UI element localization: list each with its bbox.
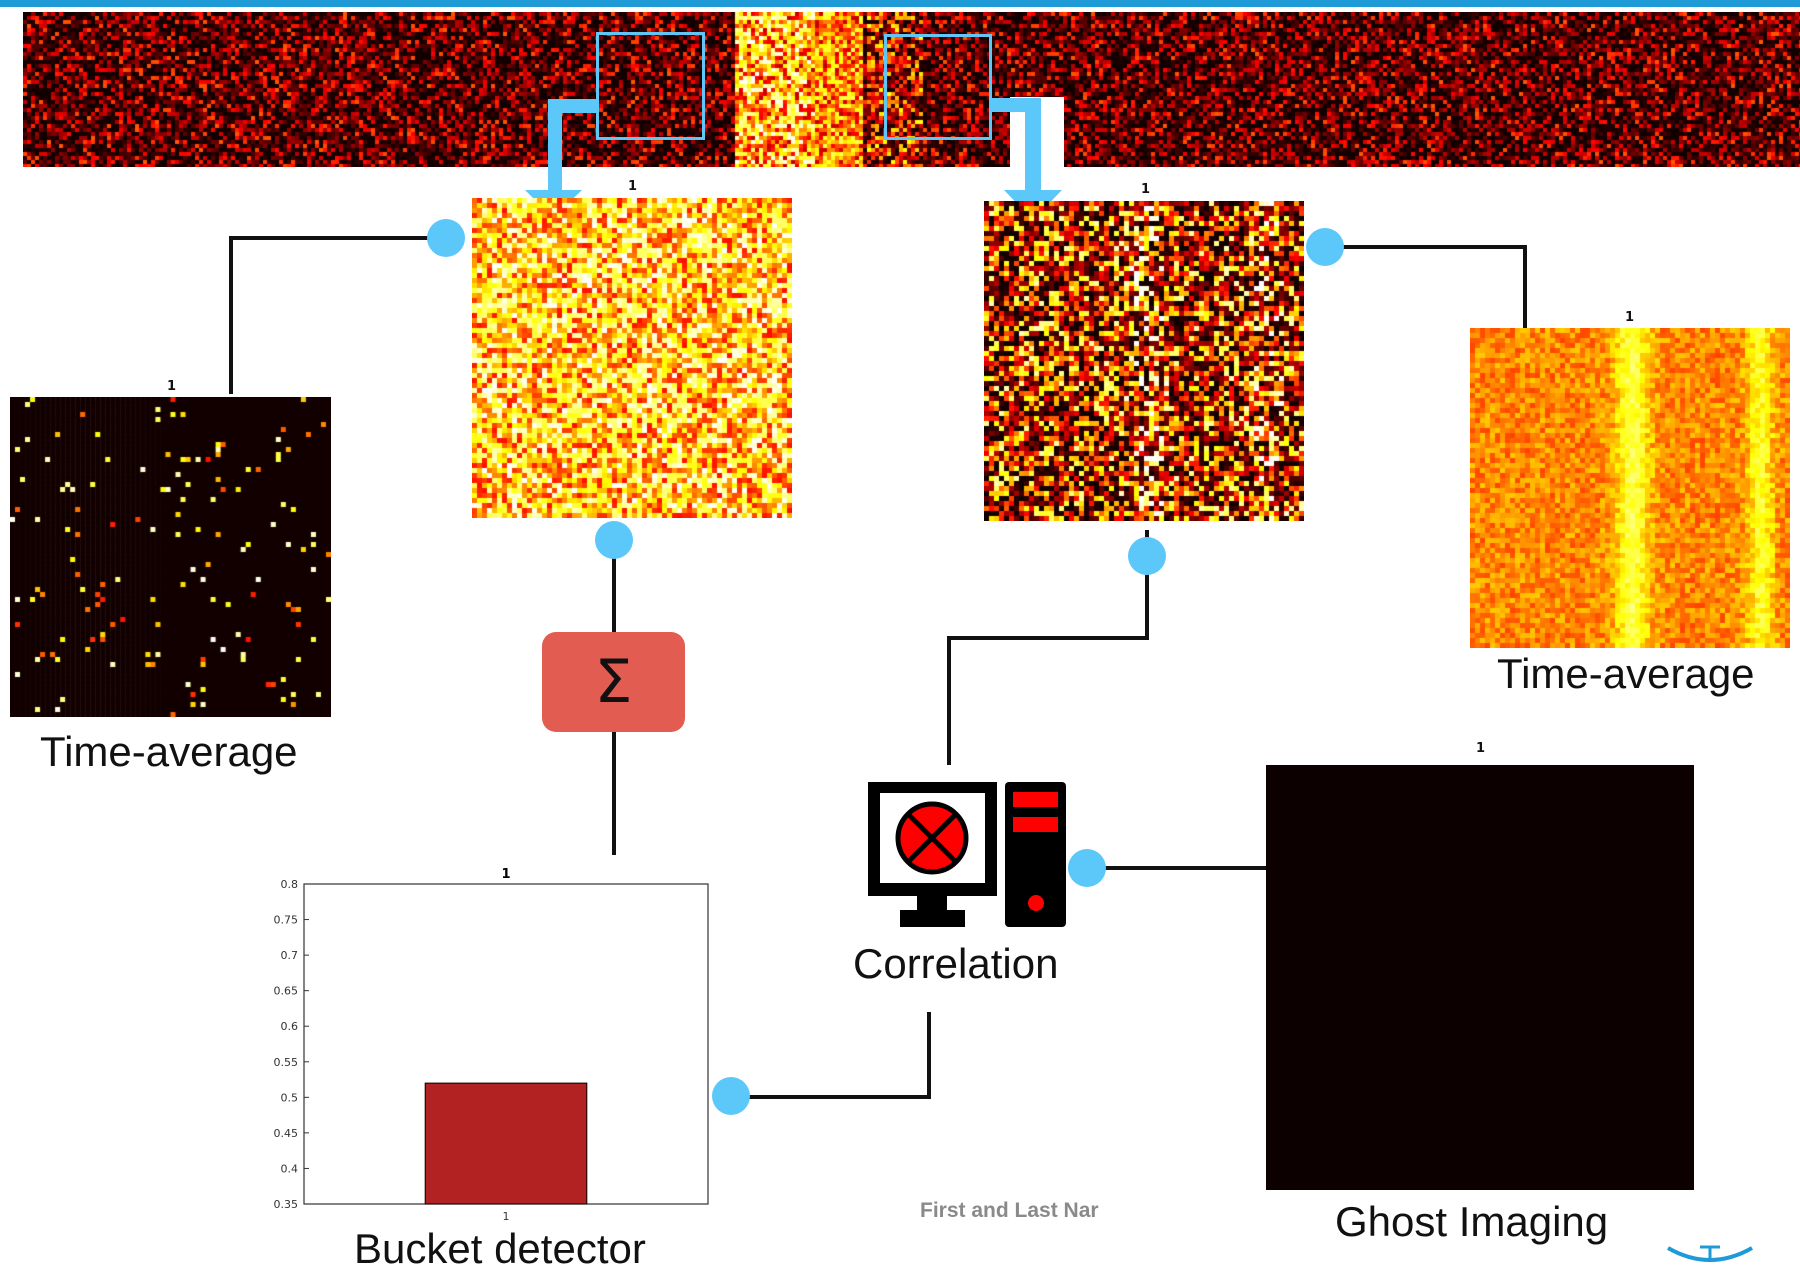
top-accent-bar [0, 0, 1800, 7]
left-input-title: 1 [628, 179, 638, 194]
left-bottom-dot[interactable] [595, 521, 633, 559]
right-input-dot[interactable] [1306, 228, 1344, 266]
correlation-dot[interactable] [1068, 849, 1106, 887]
connector-right-correlation [947, 530, 1149, 765]
ghost-title: 1 [1476, 741, 1486, 756]
right-average-panel [1470, 328, 1790, 648]
left-average-panel [10, 397, 331, 717]
right-bottom-dot[interactable] [1128, 537, 1166, 575]
connector-left-avg [229, 236, 446, 394]
right-input-title: 1 [1141, 182, 1151, 197]
left-average-title: 1 [167, 379, 177, 394]
connector-bucket-correlation [731, 1012, 931, 1099]
right-arrow [992, 98, 1062, 220]
right-selection-box [884, 34, 992, 140]
ghost-imaging-label: Ghost Imaging [1335, 1198, 1609, 1245]
right-average-title: 1 [1625, 310, 1635, 325]
left-input-dot[interactable] [427, 219, 465, 257]
sum-icon[interactable]: Σ [542, 632, 685, 732]
right-time-average-label: Time-average [1497, 650, 1755, 697]
bucket-dot[interactable] [712, 1077, 750, 1115]
ghost-image-panel [1266, 765, 1694, 1190]
right-speckle-panel [984, 201, 1304, 521]
left-time-average-label: Time-average [40, 728, 298, 775]
speckle-strip-image [23, 12, 1800, 167]
left-speckle-panel [472, 198, 792, 518]
connector-right-avg [1325, 245, 1527, 330]
left-selection-box [596, 32, 705, 140]
bucket-detector-label: Bucket detector [354, 1225, 646, 1272]
correlation-label: Correlation [853, 940, 1059, 987]
sum-symbol: Σ [594, 647, 633, 717]
left-arrow [525, 99, 597, 218]
footer-name: First and Last Nar [920, 1199, 1099, 1222]
